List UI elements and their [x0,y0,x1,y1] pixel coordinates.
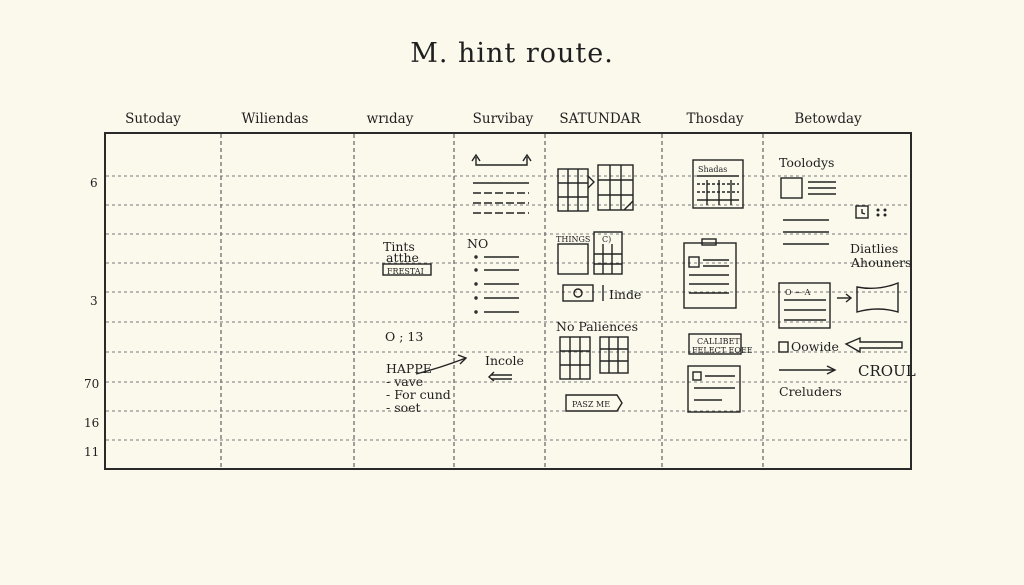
col4-label: Incole [485,353,524,368]
col4-head: NO [467,236,489,251]
day-header-3: wrıday [366,111,414,127]
col3-time: O ; 13 [385,329,424,344]
col7-ahouners: Ahouners [851,255,912,270]
col3-list-item-2: - For cund [386,387,451,402]
col3-title: Tints [383,239,415,254]
col7-head: Toolodys [779,155,835,170]
col5-button-label: PASZ ME [572,400,611,409]
col7-creluders: Creluders [779,384,842,399]
row-label-1: 6 [90,176,98,190]
day-header-2: Wiliendas [241,111,309,127]
row-label-3: 70 [84,377,100,391]
col3-list-head: HAPPE [386,361,432,376]
row-label-2: 3 [90,294,98,308]
col5-no-paliences: No Paliences [556,319,638,334]
col7-oowide: Oowide [791,339,839,354]
col5-small-label-b: C) [602,235,612,244]
col6-box-label-a: CALLIBET [697,337,740,346]
col7-box-label: O — A [785,288,811,297]
day-header-1: Sutoday [125,111,181,127]
day-header-7: Betowday [794,111,862,127]
col7-dialies: Diatlies [850,241,899,256]
col3-list-item-3: - soet [386,400,421,415]
day-header-5: SATUNDAR [559,111,641,127]
col3-subtitle: atthe [386,250,419,265]
col6-doc-title: Shadas [698,165,728,174]
row-label-5: 11 [84,445,100,459]
row-label-4: 16 [84,416,100,430]
day-header-6: Thosday [686,111,744,127]
col3-boxed-label: FRESTAI [387,267,424,276]
col7-croul: CROUL [858,362,916,380]
schedule-board [104,132,912,470]
col5-iinde: Iinde [609,287,642,302]
col3-list-item-1: - vave [386,374,424,389]
page-title: M. hint route. [410,38,614,69]
col5-small-label-a: THINGS [556,235,591,244]
col6-box-label-b: FELECT EOEE [692,346,753,355]
day-header-4: Survibay [472,111,534,127]
